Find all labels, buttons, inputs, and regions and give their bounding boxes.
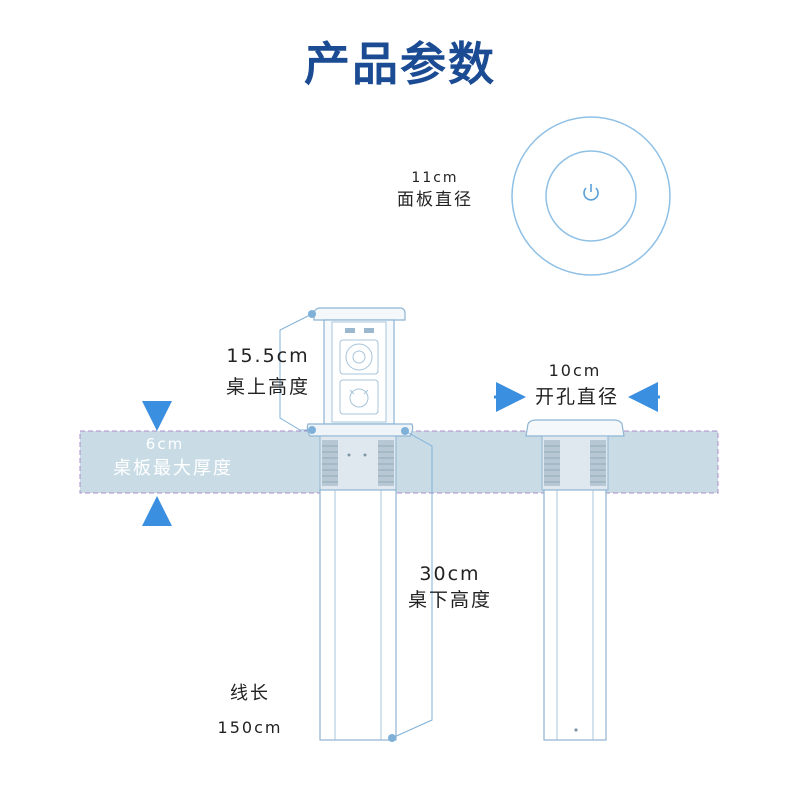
socket-tower-open bbox=[306, 307, 414, 741]
below-desk-leader bbox=[391, 430, 433, 739]
cable-name-label: 线长 bbox=[230, 683, 270, 704]
above-desk-name-label: 桌上高度 bbox=[225, 376, 310, 398]
hole-name-label: 开孔直径 bbox=[534, 386, 619, 408]
desk-board bbox=[79, 430, 719, 494]
above-desk-leader bbox=[279, 313, 313, 431]
desk-thickness-name-label: 桌板最大厚度 bbox=[113, 458, 233, 479]
leader-dot bbox=[401, 427, 409, 435]
above-desk-size-label: 15.5cm bbox=[226, 345, 310, 367]
leader-dot bbox=[308, 426, 316, 434]
leader-dot bbox=[308, 310, 316, 318]
panel-name-label: 面板直径 bbox=[397, 190, 473, 210]
power-icon bbox=[583, 184, 599, 201]
hole-size-label: 10cm bbox=[548, 361, 602, 380]
socket-tower-closed bbox=[525, 419, 625, 741]
below-desk-name-label: 桌下高度 bbox=[407, 589, 492, 611]
desk-thickness-size-label: 6cm bbox=[145, 435, 185, 453]
below-desk-size-label: 30cm bbox=[419, 563, 481, 585]
leader-dot bbox=[388, 734, 396, 742]
panel-top-view bbox=[511, 116, 671, 276]
panel-size-label: 11cm bbox=[411, 170, 459, 186]
cable-size-label: 150cm bbox=[217, 718, 283, 737]
page-title: 产品参数 bbox=[304, 37, 496, 91]
